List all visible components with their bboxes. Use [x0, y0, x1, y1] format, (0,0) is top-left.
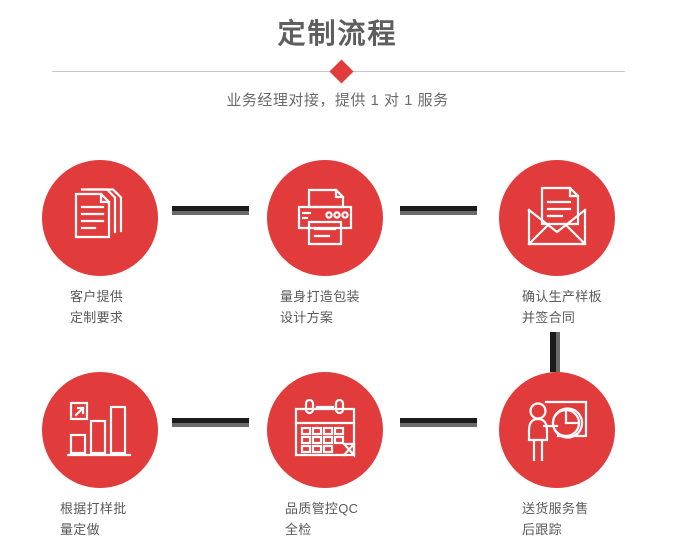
step-5-label: 品质管控QC 全检 — [285, 501, 359, 537]
step-1-label: 客户提供 定制要求 — [70, 289, 124, 325]
connector-step4-step5 — [172, 418, 249, 427]
connector-bar-dark — [400, 418, 477, 423]
connector-bar-gray — [172, 211, 249, 215]
step-6-label: 送货服务售 后跟踪 — [522, 501, 589, 537]
step-5-icon-circle — [267, 372, 383, 488]
page-title: 定制流程 — [277, 18, 398, 49]
connector-bar-gray — [400, 423, 477, 427]
step-6-icon-circle — [499, 372, 615, 488]
step-4-label: 根据打样批 量定做 — [60, 501, 127, 537]
connector-bar-dark — [400, 206, 477, 211]
connector-bar-gray — [556, 332, 560, 372]
connector-bar-dark — [550, 332, 556, 372]
header: 定制流程 业务经理对接，提供 1 对 1 服务 — [0, 0, 675, 125]
connector-step5-step6 — [400, 418, 477, 427]
calendar-check-icon — [292, 399, 358, 461]
step-1-icon-circle — [42, 160, 158, 276]
connector-bar-gray — [400, 211, 477, 215]
printer-icon — [291, 184, 359, 252]
header-subtitle: 业务经理对接，提供 1 对 1 服务 — [226, 92, 449, 109]
connector-step1-step2 — [172, 206, 249, 215]
bar-chart-growth-icon — [67, 399, 133, 461]
connector-step3-step6 — [550, 332, 560, 372]
envelope-document-icon — [523, 186, 591, 250]
connector-bar-dark — [172, 206, 249, 211]
step-2-icon-circle — [267, 160, 383, 276]
step-4-icon-circle — [42, 372, 158, 488]
connector-bar-gray — [172, 423, 249, 427]
step-3-icon-circle — [499, 160, 615, 276]
step-2-label: 量身打造包装 设计方案 — [280, 289, 360, 325]
presenter-pie-chart-icon — [524, 398, 590, 462]
header-divider — [52, 59, 625, 84]
connector-bar-dark — [172, 418, 249, 423]
connector-step2-step3 — [400, 206, 477, 215]
documents-stack-icon — [67, 185, 133, 251]
step-3-label: 确认生产样板 并签合同 — [522, 289, 602, 325]
